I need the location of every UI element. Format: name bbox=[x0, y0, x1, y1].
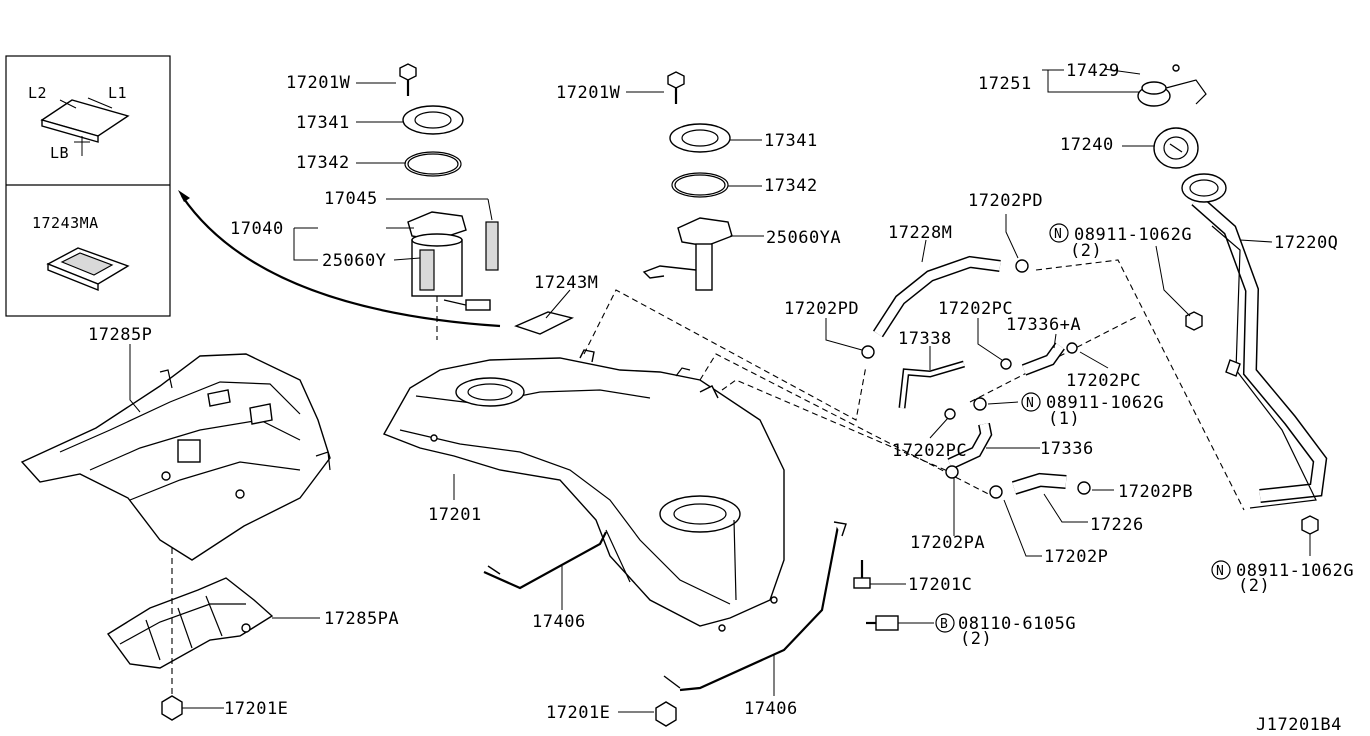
dash-ref-3 bbox=[721, 379, 951, 473]
label-08110-qty: (2) bbox=[960, 629, 992, 649]
nut-17201E-icon bbox=[161, 695, 183, 721]
retainer-rings bbox=[402, 105, 731, 198]
label-17202PC-b: 17202PC bbox=[1066, 371, 1141, 391]
filler-tube-17220Q bbox=[1181, 173, 1328, 509]
leader-lines bbox=[129, 68, 1311, 713]
label-17040: 17040 bbox=[230, 219, 284, 239]
dim-label-l1: L1 bbox=[108, 84, 127, 102]
label-17202PD-b: 17202PD bbox=[784, 299, 859, 319]
bolt-17201C-icon bbox=[853, 560, 871, 589]
nut-symbol-a-letter: N bbox=[1026, 396, 1034, 411]
label-17201E-b: 17201E bbox=[546, 703, 610, 723]
label-08911-b: 08911-1062G bbox=[1074, 225, 1192, 245]
label-17202PB: 17202PB bbox=[1118, 482, 1193, 502]
label-17201C: 17201C bbox=[908, 575, 972, 595]
hose-17228M bbox=[874, 257, 1001, 337]
label-17226: 17226 bbox=[1090, 515, 1144, 535]
label-17285PA: 17285PA bbox=[324, 609, 399, 629]
filler-cap-17251 bbox=[1137, 64, 1207, 107]
nut-symbol-a-icon bbox=[1021, 392, 1041, 412]
nut-08911-c-icon bbox=[1301, 515, 1319, 535]
dimension-sketch bbox=[40, 97, 130, 156]
fuel-pump-17040 bbox=[407, 211, 499, 340]
inset-box: L2 L1 LB 17243MA bbox=[5, 55, 171, 317]
label-25060YA: 25060YA bbox=[766, 228, 841, 248]
label-17045: 17045 bbox=[324, 189, 378, 209]
label-17228M: 17228M bbox=[888, 223, 952, 243]
label-17341-b: 17341 bbox=[764, 131, 818, 151]
label-17342-a: 17342 bbox=[296, 153, 350, 173]
label-08110-6105G: 08110-6105G bbox=[958, 614, 1076, 634]
nut-symbol-c-icon bbox=[1211, 560, 1231, 580]
heat-shield-17285P bbox=[20, 353, 331, 561]
nut-08911-b-icon bbox=[1185, 311, 1203, 331]
arrow-head-icon bbox=[178, 190, 190, 202]
heat-shield-17285PA bbox=[106, 577, 274, 669]
label-17429: 17429 bbox=[1066, 61, 1120, 81]
hose-17336A bbox=[1022, 343, 1064, 375]
label-17406-a: 17406 bbox=[532, 612, 586, 632]
dim-label-l2: L2 bbox=[28, 84, 47, 102]
label-17336: 17336 bbox=[1040, 439, 1094, 459]
label-17406-b: 17406 bbox=[744, 699, 798, 719]
clips bbox=[861, 259, 1091, 499]
label-17202PC-c: 17202PC bbox=[892, 441, 967, 461]
label-08911-c: 08911-1062G bbox=[1236, 561, 1354, 581]
bolt-17201W-b-icon bbox=[667, 71, 685, 104]
label-17243M: 17243M bbox=[534, 273, 598, 293]
label-17202PC-a: 17202PC bbox=[938, 299, 1013, 319]
label-17201W-b: 17201W bbox=[556, 83, 621, 103]
label-17285P: 17285P bbox=[88, 325, 152, 345]
label-08911-a-qty: (1) bbox=[1048, 409, 1080, 429]
nut-17201E-b-icon bbox=[655, 701, 677, 727]
bolt-symbol-icon bbox=[935, 613, 955, 633]
label-17201W-a: 17201W bbox=[286, 73, 351, 93]
label-17240: 17240 bbox=[1060, 135, 1114, 155]
label-17251: 17251 bbox=[978, 74, 1032, 94]
label-17202PA: 17202PA bbox=[910, 533, 985, 553]
fuel-tank-17201 bbox=[382, 349, 785, 632]
label-17342-b: 17342 bbox=[764, 176, 818, 196]
dash-ref-1 bbox=[583, 289, 867, 421]
label-08911-b-qty: (2) bbox=[1070, 241, 1102, 261]
hose-17338 bbox=[900, 362, 965, 409]
label-17202PD-a: 17202PD bbox=[968, 191, 1043, 211]
label-25060Y: 25060Y bbox=[322, 251, 386, 271]
reference-arrow bbox=[181, 195, 501, 328]
bolt-08110-icon bbox=[866, 615, 899, 631]
strap-17406-a bbox=[483, 531, 607, 590]
bolt-symbol-letter: B bbox=[940, 617, 948, 632]
label-17201: 17201 bbox=[428, 505, 482, 525]
diagram-id: J17201B4 bbox=[1256, 715, 1342, 735]
dash-ref-4 bbox=[1035, 259, 1245, 511]
filler-lid-17240 bbox=[1153, 127, 1199, 169]
bolt-17201W-a-icon bbox=[399, 63, 417, 96]
strap-17406-b bbox=[663, 521, 847, 692]
label-17202P: 17202P bbox=[1044, 547, 1108, 567]
pad-17243M-icon bbox=[514, 311, 575, 335]
nut-symbol-c-letter: N bbox=[1216, 564, 1224, 579]
dash-ref-2 bbox=[699, 353, 1001, 501]
pad-17243MA-icon bbox=[46, 247, 130, 292]
nut-symbol-b-letter: N bbox=[1054, 227, 1062, 242]
nut-symbol-b-icon bbox=[1049, 223, 1069, 243]
label-17220Q: 17220Q bbox=[1274, 233, 1338, 253]
label-17338: 17338 bbox=[898, 329, 952, 349]
hose-17336 bbox=[948, 423, 991, 469]
label-08911-a: 08911-1062G bbox=[1046, 393, 1164, 413]
hose-17226 bbox=[1012, 474, 1067, 494]
label-17243MA: 17243MA bbox=[32, 214, 99, 232]
label-17341-a: 17341 bbox=[296, 113, 350, 133]
label-17336A: 17336+A bbox=[1006, 315, 1081, 335]
dim-label-lb: LB bbox=[50, 144, 69, 162]
fuel-gauge-25060YA bbox=[642, 217, 733, 291]
label-08911-c-qty: (2) bbox=[1238, 576, 1270, 596]
label-17201E-a: 17201E bbox=[224, 699, 288, 719]
